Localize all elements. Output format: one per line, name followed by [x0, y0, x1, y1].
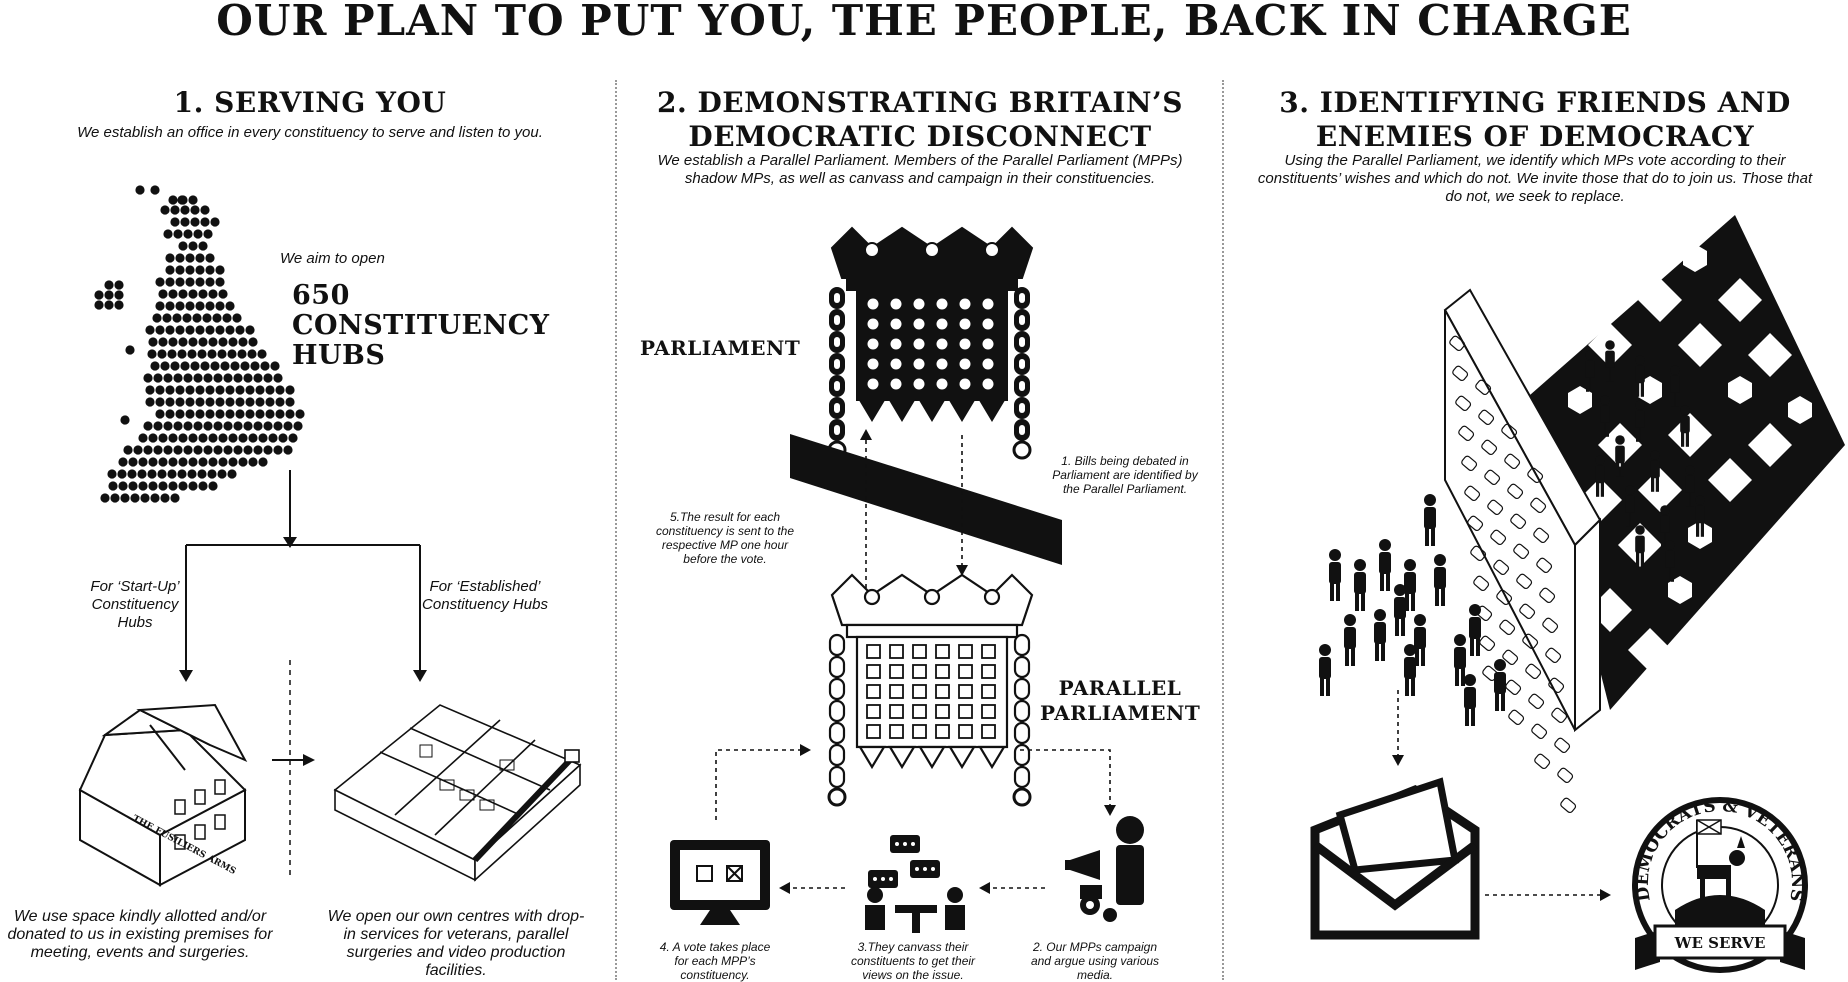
canvass-meeting-icon: [865, 835, 965, 933]
step5-text: 5.The result for each constituency is se…: [655, 510, 795, 566]
col2-heading-line1: 2. DEMONSTRATING BRITAIN’S: [656, 86, 1183, 119]
disconnect-bar: [790, 434, 1062, 565]
aim-prefix: We aim to open: [280, 250, 385, 267]
col3-flow-arrows: [1397, 690, 1600, 896]
perforated-wall: [1443, 288, 1602, 814]
col1-heading: 1. SERVING YOU: [173, 86, 447, 119]
pub-building: [78, 703, 248, 887]
aim-line3: HUBS: [292, 340, 386, 371]
established-text: We open our own centres with drop-in ser…: [327, 908, 585, 979]
uk-dot-map: [94, 185, 305, 503]
people-crowd: [1319, 340, 1705, 726]
badge-banner-text: WE SERVE: [1674, 934, 1766, 952]
col3-heading-line2: ENEMIES OF DEMOCRACY: [1315, 120, 1755, 153]
step4-text: 4. A vote takes place for each MPP’s con…: [659, 940, 771, 982]
col3-description: Using the Parallel Parliament, we identi…: [1257, 152, 1813, 205]
col3-heading-line1: 3. IDENTIFYING FRIENDS AND: [1279, 86, 1791, 119]
startup-text: We use space kindly allotted and/or dona…: [7, 908, 273, 961]
col2-description: We establish a Parallel Parliament. Memb…: [657, 152, 1183, 187]
column-divider-1: [615, 80, 617, 980]
voting-monitor-icon: [670, 840, 770, 925]
step1-text: 1. Bills being debated in Parliament are…: [1052, 454, 1198, 496]
page-title: OUR PLAN TO PUT YOU, THE PEOPLE, BACK IN…: [216, 0, 1632, 45]
parliament-portcullis-icon: [827, 226, 1034, 460]
col1-description: We establish an office in every constitu…: [77, 124, 543, 141]
campaign-microphone-icon: [1065, 816, 1144, 922]
democrats-veterans-badge: DEMOCRATS & VETERANS WE SERVE: [1632, 796, 1808, 973]
parliament-label: PARLIAMENT: [640, 336, 801, 360]
column-divider-2: [1222, 80, 1224, 980]
step2-text: 2. Our MPPs campaign and argue using var…: [1030, 940, 1160, 982]
established-label: For ‘Established’ Constituency Hubs: [422, 578, 548, 613]
aim-line2: CONSTITUENCY: [292, 310, 550, 341]
col2-heading-line2: DEMOCRATIC DISCONNECT: [688, 120, 1152, 153]
envelope-icon: [1310, 777, 1480, 940]
startup-label: For ‘Start-Up’ Constituency Hubs: [90, 578, 180, 631]
parallel-label-1: PARALLEL: [1058, 676, 1182, 700]
aim-number: 650: [292, 280, 350, 311]
established-centre: [333, 704, 582, 882]
split-arrow: [185, 470, 421, 675]
flow-arrows: [715, 435, 1111, 889]
parallel-parliament-portcullis-icon: [827, 573, 1034, 807]
step3-text: 3.They canvass their constituents to get…: [850, 940, 976, 982]
parallel-label-2: PARLIAMENT: [1040, 701, 1201, 725]
